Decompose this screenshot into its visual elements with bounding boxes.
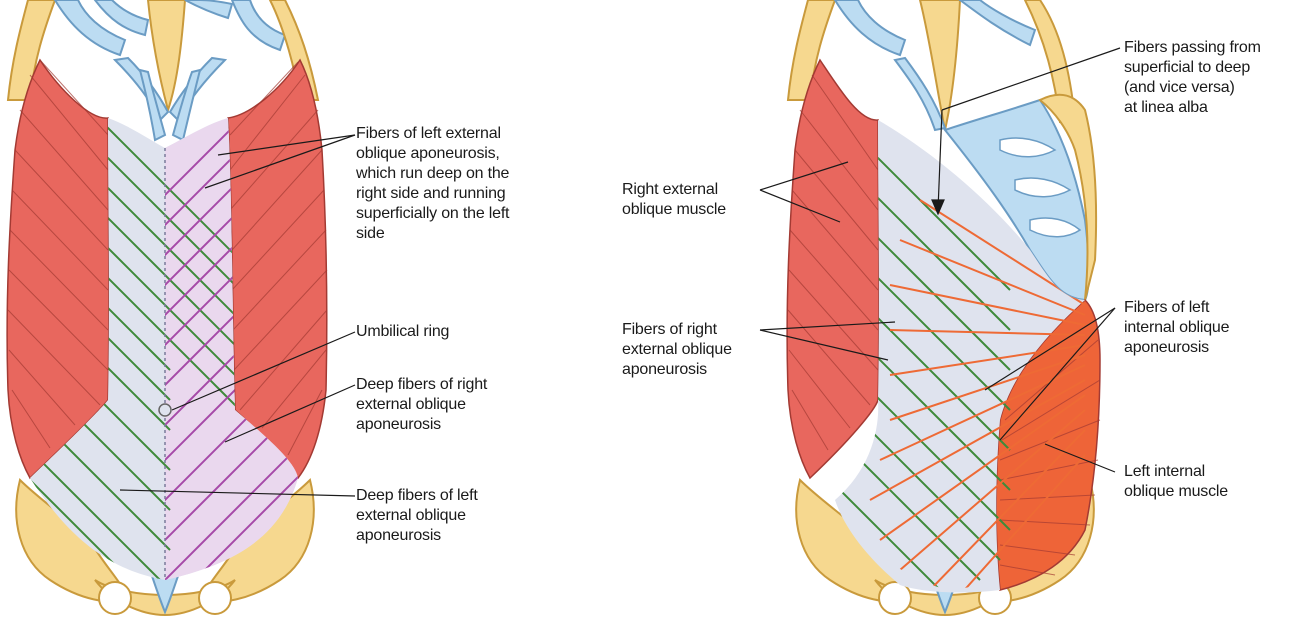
left-right-external-oblique-muscle <box>7 60 109 478</box>
label-left-external-oblique-aponeurosis-fibers: Fibers of left external oblique aponeuro… <box>356 124 509 244</box>
right-external-oblique-muscle <box>787 60 879 478</box>
right-panel-illustration <box>760 0 1120 615</box>
label-left-internal-oblique-muscle: Left internal oblique muscle <box>1124 462 1228 502</box>
label-line: oblique aponeurosis, <box>356 144 509 164</box>
label-line: Fibers of left external <box>356 124 509 144</box>
label-line: at linea alba <box>1124 98 1261 118</box>
label-line: aponeurosis <box>1124 338 1229 358</box>
left-panel-illustration <box>7 0 355 615</box>
label-line: Deep fibers of left <box>356 486 478 506</box>
label-line: which run deep on the <box>356 164 509 184</box>
label-line: oblique muscle <box>622 200 726 220</box>
label-line: external oblique <box>356 395 487 415</box>
label-umbilical-ring: Umbilical ring <box>356 322 449 342</box>
label-line: right side and running <box>356 184 509 204</box>
label-line: (and vice versa) <box>1124 78 1261 98</box>
label-deep-fibers-right-external-oblique: Deep fibers of right external oblique ap… <box>356 375 487 435</box>
label-line: external oblique <box>356 506 478 526</box>
label-line: aponeurosis <box>356 415 487 435</box>
label-fibers-left-internal-oblique-aponeurosis: Fibers of left internal oblique aponeuro… <box>1124 298 1229 358</box>
label-fibers-right-external-oblique-aponeurosis: Fibers of right external oblique aponeur… <box>622 320 732 380</box>
label-line: side <box>356 224 509 244</box>
label-line: Fibers of right <box>622 320 732 340</box>
label-line: Right external <box>622 180 726 200</box>
label-line: superficial to deep <box>1124 58 1261 78</box>
label-line: external oblique <box>622 340 732 360</box>
label-right-external-oblique-muscle: Right external oblique muscle <box>622 180 726 220</box>
label-line: aponeurosis <box>622 360 732 380</box>
label-line: superficially on the left <box>356 204 509 224</box>
label-line: aponeurosis <box>356 526 478 546</box>
label-line: Fibers passing from <box>1124 38 1261 58</box>
label-line: Left internal <box>1124 462 1228 482</box>
label-line: Fibers of left <box>1124 298 1229 318</box>
label-fibers-passing-linea-alba: Fibers passing from superficial to deep … <box>1124 38 1261 118</box>
label-line: Deep fibers of right <box>356 375 487 395</box>
label-line: internal oblique <box>1124 318 1229 338</box>
left-left-external-oblique-muscle <box>228 60 327 478</box>
label-deep-fibers-left-external-oblique: Deep fibers of left external oblique apo… <box>356 486 478 546</box>
label-line: Umbilical ring <box>356 322 449 342</box>
label-line: oblique muscle <box>1124 482 1228 502</box>
